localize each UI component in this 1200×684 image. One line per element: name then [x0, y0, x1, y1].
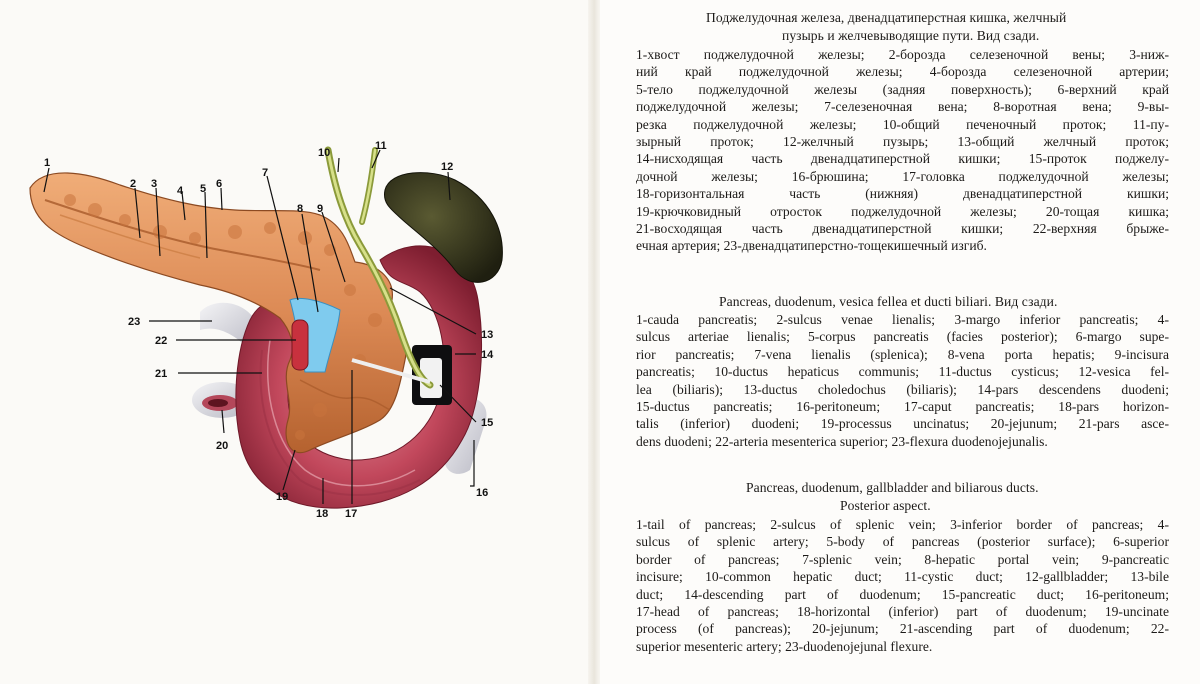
- figure-label-4: 4: [177, 185, 184, 197]
- la-legend-line: pancreatis; 10-ductus hepaticus communis…: [636, 364, 1169, 380]
- ru-legend-line: дочной железы; 16-брюшина; 17-головка по…: [636, 168, 1169, 184]
- la-legend-line: talis (inferior) duodeni; 19-processus u…: [636, 416, 1169, 432]
- en-legend-line: 17-head of pancreas; 18-horizontal (infe…: [636, 603, 1169, 619]
- la-legend-line: sulcus arteriae lienalis; 5-corpus pancr…: [636, 329, 1169, 345]
- figure-label-9: 9: [317, 203, 323, 215]
- en-legend-line: process (of pancreas); 20-jejunum; 21-as…: [636, 621, 1169, 637]
- figure-label-23: 23: [128, 316, 140, 328]
- en-legend-line: incisure; 10-common hepatic duct; 11-cys…: [636, 569, 1169, 585]
- ru-legend-line: 1-хвост поджелудочной железы; 2-борозда …: [636, 47, 1169, 62]
- ru-legend-line: 18-горизонтальная часть (нижняя) двенадц…: [636, 186, 1169, 202]
- en-title-line-2: Posterior aspect.: [840, 498, 931, 513]
- ru-legend-line: поджелудочной железы; 7-селезеночная вен…: [636, 99, 1169, 115]
- figure-label-15: 15: [481, 417, 493, 429]
- figure-label-22: 22: [155, 335, 167, 347]
- figure-label-10: 10: [318, 147, 330, 159]
- leader-lines: [43, 149, 477, 504]
- figure-label-3: 3: [151, 178, 157, 190]
- ru-legend-line: ечная артерия; 23-двенадцатиперстно-тоще…: [636, 238, 987, 254]
- figure-label-8: 8: [297, 203, 303, 215]
- ru-legend-line: резка поджелудочной железы; 10-общий печ…: [636, 116, 1169, 132]
- figure-label-19: 19: [276, 491, 288, 503]
- ru-legend-line: 21-восходящая часть двенадцатиперстной к…: [636, 220, 1169, 236]
- figure-label-14: 14: [481, 349, 494, 361]
- figure-label-5: 5: [200, 183, 206, 195]
- en-legend-line: superior mesenteric artery; 23-duodenoje…: [636, 638, 933, 654]
- ru-legend-line: 14-нисходящая часть двенадцатиперстной к…: [636, 151, 1169, 167]
- ru-legend-line: 19-крючковидный отросток поджелудочной ж…: [636, 203, 1169, 219]
- figure-label-11: 11: [375, 140, 387, 152]
- figure-label-6: 6: [216, 178, 222, 190]
- en-legend-line: sulcus of splenic artery; 5-body of panc…: [636, 534, 1169, 550]
- figure-label-7: 7: [262, 167, 268, 179]
- pancreatic-duct: [351, 358, 431, 384]
- superior-mesenteric-artery: [291, 319, 309, 371]
- ru-legend-line: зырный проток; 12-желчный пузырь; 13-общ…: [636, 133, 1169, 149]
- en-legend: 1-tail of pancreas; 2-sulcus of splenic …: [636, 516, 1169, 655]
- figure-label-17: 17: [345, 508, 357, 520]
- la-legend: 1-cauda pancreatis; 2-sulcus venae liena…: [636, 311, 1169, 450]
- ru-legend-line: ний край поджелудочной железы; 4-борозда…: [636, 64, 1169, 80]
- right-page: Поджелудочная железа, двенадцатиперстная…: [600, 0, 1200, 684]
- figure-label-18: 18: [316, 508, 328, 520]
- la-legend-line: 1-cauda pancreatis; 2-sulcus venae liena…: [636, 312, 1169, 327]
- en-legend-line: 1-tail of pancreas; 2-sulcus of splenic …: [636, 517, 1169, 532]
- ru-title-line-2: пузырь и желчевыводящие пути. Вид сзади.: [782, 28, 1040, 43]
- en-title-line-1: Pancreas, duodenum, gallbladder and bili…: [746, 480, 1039, 495]
- la-legend-line: dens duodeni; 22-arteria mesenterica sup…: [636, 433, 1048, 449]
- la-legend-line: lea (biliaris); 13-ductus choledochus (b…: [636, 381, 1169, 397]
- pancreas: [29, 172, 407, 454]
- la-legend-line: 15-ductus pancreatis; 16-peritoneum; 17-…: [636, 398, 1169, 414]
- pancreas-duodenum-illustration: 1 2 3 4 5 6 7 8 9 10 11 12 13 14 15 16 1…: [29, 140, 503, 520]
- left-page: 1 2 3 4 5 6 7 8 9 10 11 12 13 14 15 16 1…: [0, 0, 592, 684]
- la-legend-line: rior pancreatis; 7-vena lienalis (spleni…: [636, 346, 1169, 362]
- figure-label-2: 2: [130, 178, 136, 190]
- ru-title-line-1: Поджелудочная железа, двенадцатиперстная…: [706, 10, 1067, 25]
- ru-legend-line: 5-тело поджелудочной железы (задняя пове…: [636, 81, 1169, 97]
- en-legend-line: duct; 14-descending part of duodenum; 15…: [636, 586, 1169, 602]
- la-title: Pancreas, duodenum, vesica fellea et duc…: [719, 294, 1058, 309]
- en-legend-line: border of pancreas; 7-splenic vein; 8-he…: [636, 551, 1169, 567]
- figure-label-13: 13: [481, 329, 493, 341]
- figure-label-16: 16: [476, 487, 488, 499]
- figure-label-20: 20: [216, 440, 228, 452]
- book-gutter: [588, 0, 602, 684]
- gallbladder: [383, 172, 503, 283]
- figure-label-21: 21: [155, 368, 167, 380]
- figure-label-12: 12: [441, 161, 453, 173]
- figure-labels: 1 2 3 4 5 6 7 8 9 10 11 12 13 14 15 16 1…: [44, 140, 494, 520]
- figure-label-1: 1: [44, 157, 50, 169]
- ru-legend: 1-хвост поджелудочной железы; 2-борозда …: [636, 46, 1169, 255]
